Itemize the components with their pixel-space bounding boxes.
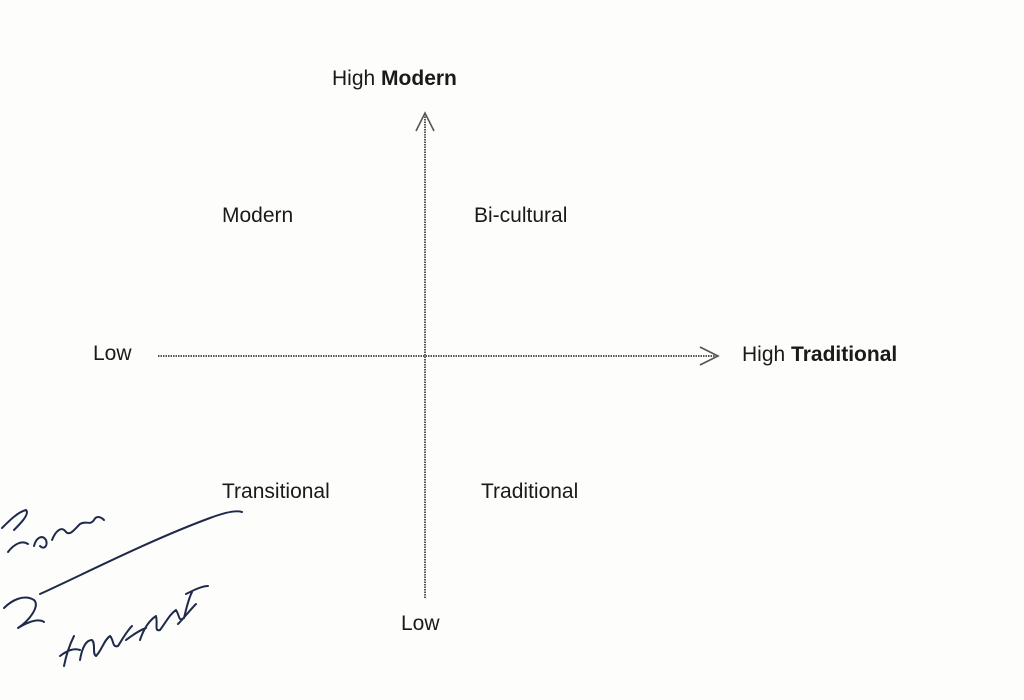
handwriting-underline <box>39 510 243 595</box>
handwriting-stroke <box>59 585 209 667</box>
quadrant-bottom-right-label: Traditional <box>481 480 579 503</box>
quadrant-top-right-label: Bi-cultural <box>474 204 568 227</box>
vertical-axis-arrowhead <box>415 111 435 132</box>
horizontal-axis-arrowhead <box>699 346 720 366</box>
vertical-axis-low-label: Low <box>401 612 440 635</box>
quadrant-top-left-label: Modern <box>222 204 294 227</box>
handwritten-annotation <box>1 509 243 667</box>
handwriting-stroke <box>1 509 28 531</box>
horizontal-axis-low-label: Low <box>93 342 132 365</box>
vertical-axis-high-label: High Modern <box>332 68 457 89</box>
vertical-axis-high-prefix: High <box>332 67 376 90</box>
vertical-axis-high-name: Modern <box>381 67 457 90</box>
horizontal-axis-high-label: High Traditional <box>742 344 897 365</box>
horizontal-axis-high-name: Traditional <box>791 343 898 366</box>
quadrant-bottom-left-label: Transitional <box>222 480 330 503</box>
handwriting-stroke <box>3 596 45 629</box>
handwriting-stroke <box>7 516 105 553</box>
horizontal-axis-high-prefix: High <box>742 343 786 366</box>
